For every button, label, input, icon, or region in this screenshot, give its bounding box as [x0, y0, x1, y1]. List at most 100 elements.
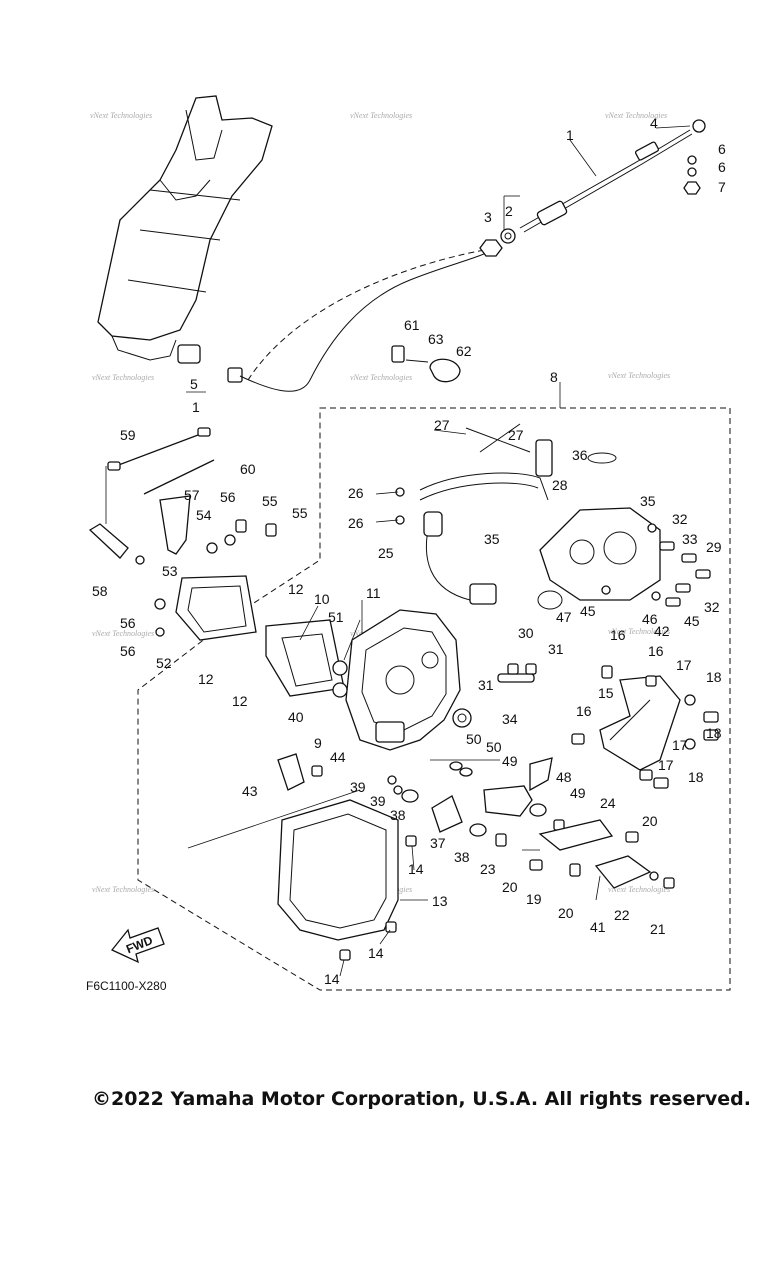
callout-61: 61 — [404, 317, 420, 333]
watermark-text: vNext Technologies — [608, 627, 670, 636]
callout-60: 60 — [240, 461, 256, 477]
callout-49: 49 — [502, 753, 518, 769]
callout-50: 50 — [486, 739, 502, 755]
callout-35: 35 — [640, 493, 656, 509]
callout-26: 26 — [348, 485, 364, 501]
callout-45: 45 — [684, 613, 700, 629]
callout-5: 5 — [190, 376, 198, 392]
watermark-text: vNext Technologies — [350, 373, 412, 382]
watermark-text: vNext Technologies — [92, 885, 154, 894]
callout-26: 26 — [348, 515, 364, 531]
callout-62: 62 — [456, 343, 472, 359]
callout-31: 31 — [478, 677, 494, 693]
callout-39: 39 — [350, 779, 366, 795]
callout-18: 18 — [688, 769, 704, 785]
callout-16: 16 — [648, 643, 664, 659]
callout-38: 38 — [454, 849, 470, 865]
callout-34: 34 — [502, 711, 518, 727]
callout-29: 29 — [706, 539, 722, 555]
callout-32: 32 — [704, 599, 720, 615]
callout-42: 42 — [654, 623, 670, 639]
callout-1: 1 — [192, 399, 200, 415]
callout-56: 56 — [120, 615, 136, 631]
watermark-text: vNext Technologies — [608, 885, 670, 894]
callout-8: 8 — [550, 369, 558, 385]
callout-14: 14 — [324, 971, 340, 987]
callout-24: 24 — [600, 795, 616, 811]
callout-20: 20 — [642, 813, 658, 829]
callout-16: 16 — [576, 703, 592, 719]
callout-46: 46 — [642, 611, 658, 627]
callout-14: 14 — [368, 945, 384, 961]
callout-12: 12 — [232, 693, 248, 709]
cable-clamp — [391, 345, 461, 383]
watermark-text: vNext Technologies — [92, 629, 154, 638]
callout-1: 1 — [566, 127, 574, 143]
leader-lines — [105, 125, 691, 977]
callout-6: 6 — [718, 159, 726, 175]
control-housing — [332, 609, 461, 751]
callout-27: 27 — [508, 427, 524, 443]
callout-49: 49 — [570, 785, 586, 801]
watermark-text: vNext Technologies — [90, 111, 152, 120]
callout-30: 30 — [518, 625, 534, 641]
watermark-text: vNext Technologies — [605, 111, 667, 120]
callout-40: 40 — [288, 709, 304, 725]
diagram-code: F6C1100-X280 — [86, 979, 167, 993]
right-mechanism — [537, 507, 711, 610]
callout-33: 33 — [682, 531, 698, 547]
callout-17: 17 — [676, 657, 692, 673]
callout-52: 52 — [156, 655, 172, 671]
callout-50: 50 — [466, 731, 482, 747]
callout-13: 13 — [432, 893, 448, 909]
callout-15: 15 — [598, 685, 614, 701]
callout-23: 23 — [480, 861, 496, 877]
callout-55: 55 — [292, 505, 308, 521]
callout-22: 22 — [614, 907, 630, 923]
callout-3: 3 — [484, 209, 492, 225]
callout-6: 6 — [718, 141, 726, 157]
watermark-text: vNext Technologies — [350, 111, 412, 120]
callout-63: 63 — [428, 331, 444, 347]
callout-numbers: 1 1 2 3 4 5 6 6 7 8 9 10 11 12 12 12 13 … — [92, 115, 726, 987]
callout-35: 35 — [484, 531, 500, 547]
callout-56: 56 — [220, 489, 236, 505]
callout-58: 58 — [92, 583, 108, 599]
callout-53: 53 — [162, 563, 178, 579]
watermark-text: vNext Technologies — [608, 371, 670, 380]
callout-37: 37 — [430, 835, 446, 851]
callout-45: 45 — [580, 603, 596, 619]
callout-18: 18 — [706, 669, 722, 685]
throttle-cable — [239, 119, 706, 392]
watermark-text: vNext Technologies — [92, 373, 154, 382]
callout-55: 55 — [262, 493, 278, 509]
fwd-arrow: FWD — [110, 927, 165, 964]
callout-21: 21 — [650, 921, 666, 937]
assembly-border — [137, 407, 731, 991]
callout-47: 47 — [556, 609, 572, 625]
callout-2: 2 — [505, 203, 513, 219]
callout-14: 14 — [408, 861, 424, 877]
callout-12: 12 — [288, 581, 304, 597]
callout-36: 36 — [572, 447, 588, 463]
linkage-group — [88, 427, 345, 697]
callout-51: 51 — [328, 609, 344, 625]
callout-43: 43 — [242, 783, 258, 799]
callout-18: 18 — [706, 725, 722, 741]
callout-27: 27 — [434, 417, 450, 433]
callout-17: 17 — [672, 737, 688, 753]
callout-20: 20 — [558, 905, 574, 921]
callout-57: 57 — [184, 487, 200, 503]
steering-column — [97, 95, 273, 383]
callout-9: 9 — [314, 735, 322, 751]
callout-32: 32 — [672, 511, 688, 527]
callout-19: 19 — [526, 891, 542, 907]
callout-16: 16 — [610, 627, 626, 643]
callout-25: 25 — [378, 545, 394, 561]
callout-44: 44 — [330, 749, 346, 765]
callout-20: 20 — [502, 879, 518, 895]
callout-56: 56 — [120, 643, 136, 659]
cover-plate — [277, 753, 417, 961]
bracket-assembly — [571, 665, 719, 789]
